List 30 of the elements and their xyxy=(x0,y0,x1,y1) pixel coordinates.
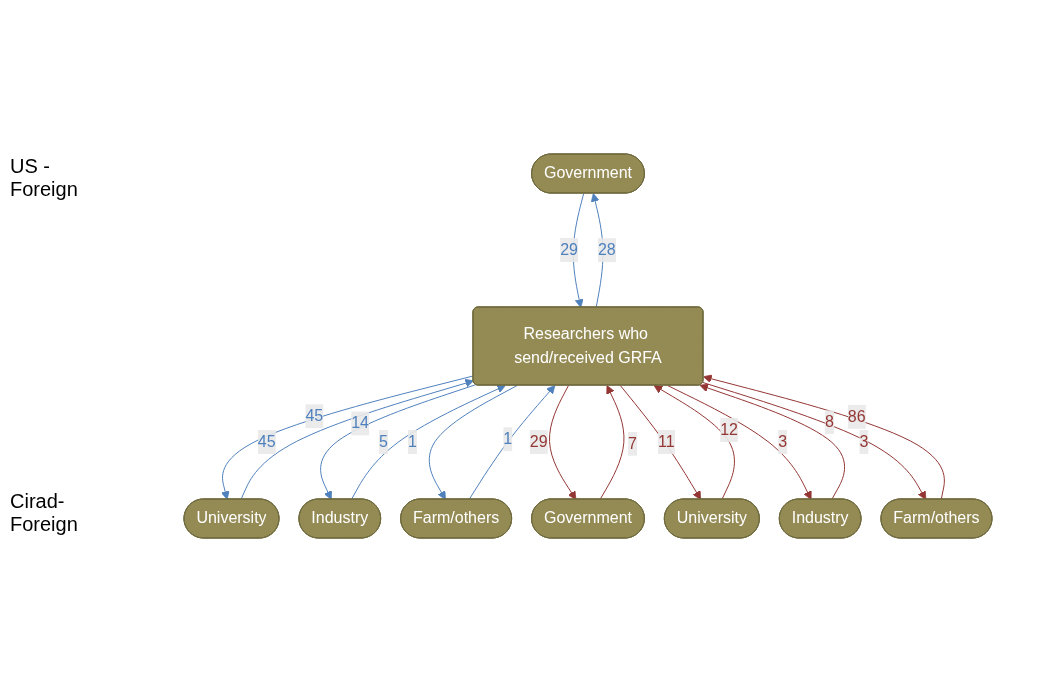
edge-label: 8 xyxy=(825,412,835,430)
arrow xyxy=(590,192,604,308)
edge-label: 1 xyxy=(503,429,513,447)
arrow xyxy=(699,383,846,500)
arrow xyxy=(468,384,556,500)
arrow xyxy=(350,384,506,500)
arrow xyxy=(320,383,477,500)
edge-label: 11 xyxy=(658,432,675,450)
row-label: US - Foreign xyxy=(10,154,79,201)
arrow xyxy=(667,384,812,500)
edge-label: 14 xyxy=(351,413,369,431)
edge-label: 1 xyxy=(407,432,417,450)
edge-label: 3 xyxy=(778,432,788,450)
arrow xyxy=(653,384,735,500)
arrow xyxy=(428,384,518,500)
edge-label: 45 xyxy=(257,432,276,450)
edge-label: 7 xyxy=(628,434,637,452)
edge-label: 29 xyxy=(529,432,548,450)
edge-label: 45 xyxy=(305,406,324,424)
arrow xyxy=(599,384,625,500)
arrow xyxy=(572,192,585,308)
edge-label: 29 xyxy=(560,240,578,258)
edge-label: 12 xyxy=(720,420,738,438)
arrow xyxy=(619,384,702,500)
arrow xyxy=(549,384,577,500)
edge-label: 3 xyxy=(859,432,869,450)
edge-label: 28 xyxy=(597,240,616,258)
edge-label: 86 xyxy=(847,407,866,425)
edge-label: 5 xyxy=(379,432,388,450)
row-label: Cirad-Foreign xyxy=(10,490,79,537)
